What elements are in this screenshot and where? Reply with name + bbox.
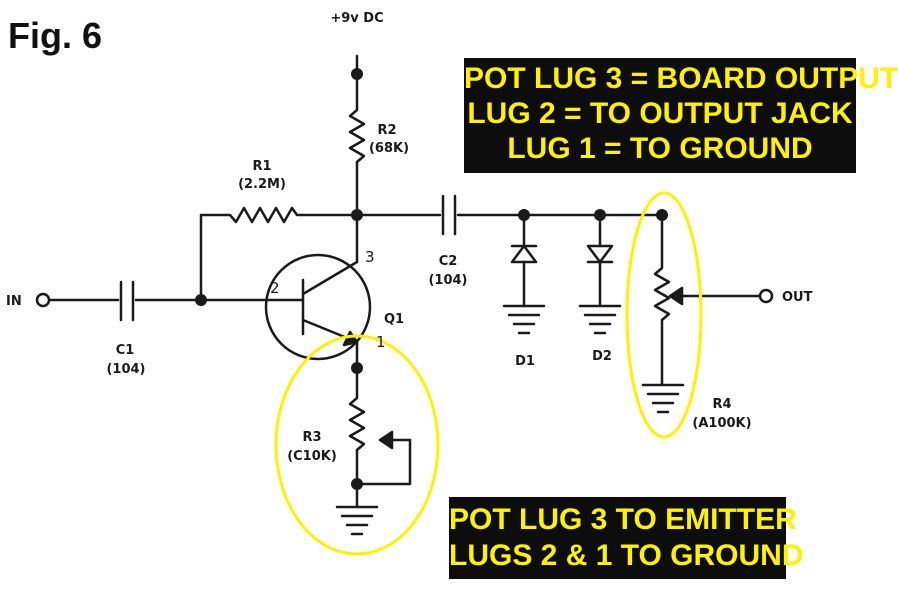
r1-resistor — [199, 206, 359, 302]
r1-value: (2.2M) — [238, 177, 286, 192]
r2-name: R2 — [377, 123, 396, 138]
c1-capacitor — [119, 280, 305, 322]
q1-pin-collector: 3 — [365, 248, 375, 266]
q1-pin-base: 2 — [270, 279, 280, 297]
r4-potentiometer — [641, 213, 762, 414]
output-label: OUT — [782, 290, 813, 305]
d2-diode — [578, 213, 622, 335]
c2-capacitor — [355, 194, 664, 236]
junction-dots — [195, 68, 668, 490]
d1-name: D1 — [515, 354, 535, 369]
note-line: LUG 1 = TO GROUND — [507, 132, 813, 165]
r4-name: R4 — [712, 397, 731, 412]
r2-resistor — [348, 76, 366, 216]
input-label: IN — [6, 294, 22, 309]
r4-lug-note: POT LUG 3 = BOARD OUTPUT LUG 2 = TO OUTP… — [464, 58, 898, 173]
r3-ground — [335, 486, 379, 536]
c1-name: C1 — [116, 343, 135, 358]
c1-value: (104) — [106, 362, 145, 377]
d1-diode — [502, 213, 546, 335]
figure-label: Fig. 6 — [8, 15, 102, 56]
q1-transistor — [264, 213, 372, 370]
r3-value: (C10K) — [287, 449, 337, 464]
q1-name: Q1 — [384, 312, 404, 327]
circuit-schematic: Fig. 6 +9v DC IN OUT R2 (68K) R1 (2.2M) … — [6, 11, 813, 556]
q1-pin-emitter: 1 — [376, 333, 386, 351]
d2-name: D2 — [592, 349, 612, 364]
r4-value: (A100K) — [692, 416, 751, 431]
input-terminal — [35, 292, 51, 308]
supply-label: +9v DC — [330, 11, 383, 26]
r1-name: R1 — [252, 159, 271, 174]
figure-canvas: Fig. 6 +9v DC IN OUT R2 (68K) R1 (2.2M) … — [6, 11, 898, 579]
note-line: LUG 2 = TO OUTPUT JACK — [467, 97, 853, 130]
r4-highlight-ellipse — [625, 191, 703, 439]
note-line: LUGS 2 & 1 TO GROUND — [449, 539, 804, 572]
r2-value: (68K) — [369, 141, 409, 156]
note-line: POT LUG 3 TO EMITTER — [449, 503, 797, 536]
c2-name: C2 — [439, 254, 458, 269]
r3-name: R3 — [302, 430, 321, 445]
r3-lug-note: POT LUG 3 TO EMITTER LUGS 2 & 1 TO GROUN… — [449, 497, 804, 579]
r3-potentiometer — [348, 370, 412, 486]
c2-value: (104) — [428, 273, 467, 288]
output-terminal — [758, 288, 774, 304]
r3-highlight-ellipse — [274, 334, 440, 556]
note-line: POT LUG 3 = BOARD OUTPUT — [464, 62, 898, 95]
